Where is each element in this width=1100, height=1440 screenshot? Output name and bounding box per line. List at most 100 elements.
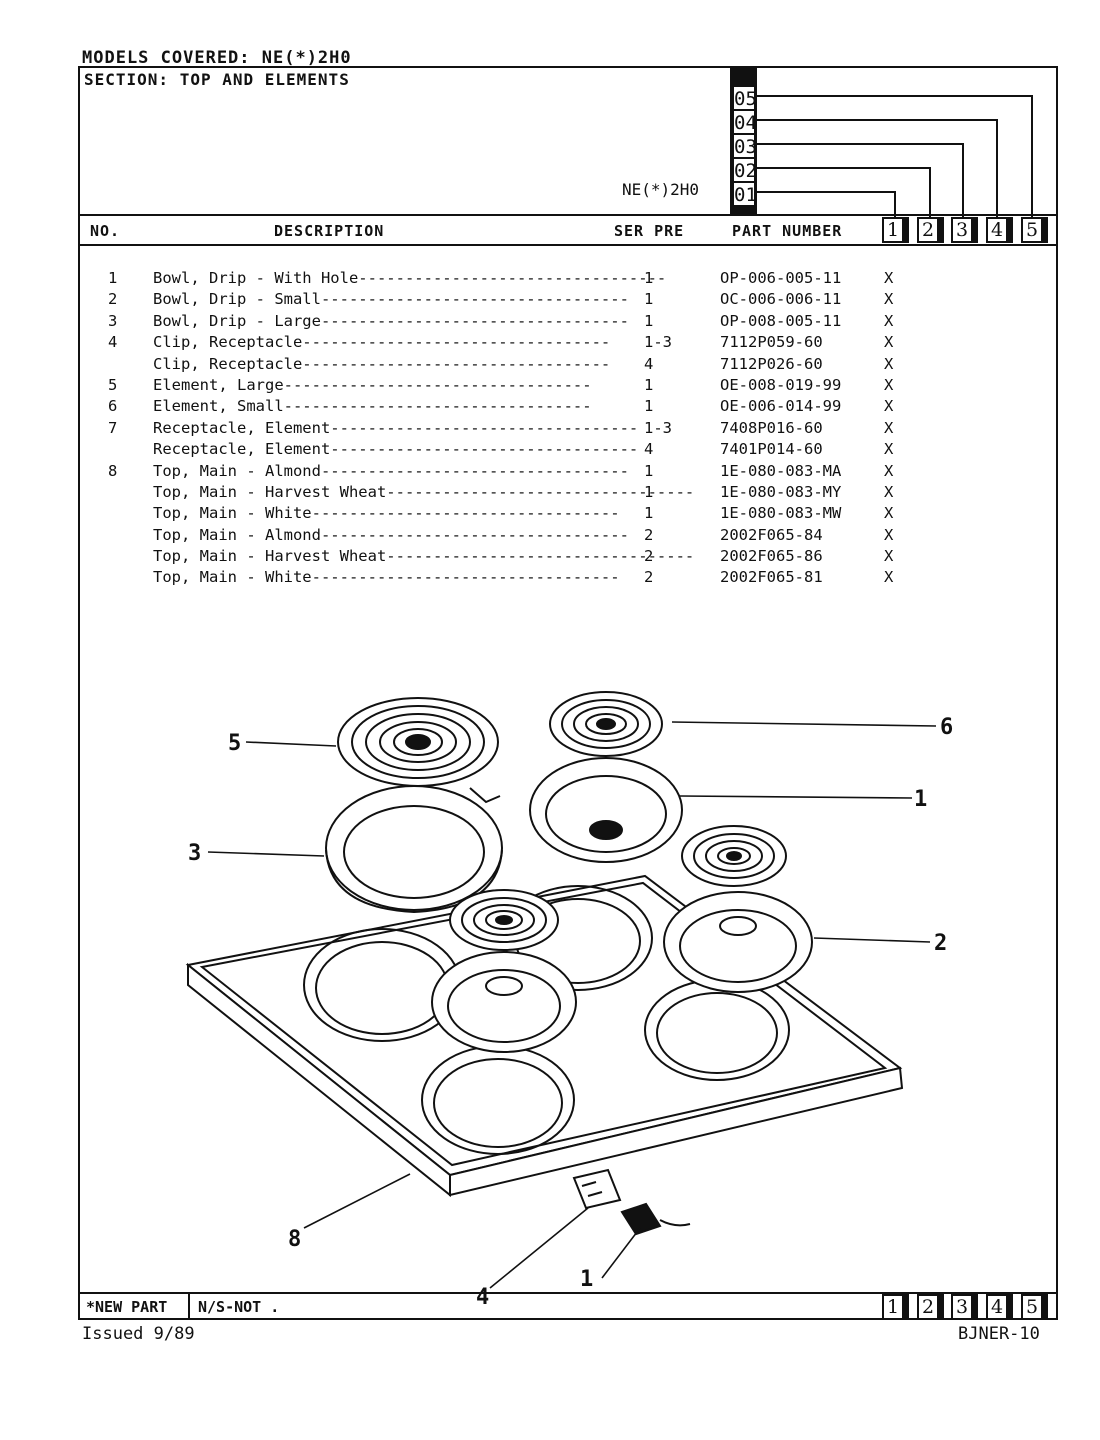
row-part-number: 7112P026-60	[720, 354, 823, 373]
callout-leaders	[207, 721, 937, 1289]
model-col-1: 1	[882, 217, 904, 243]
row-part-number: 1E-080-083-MY	[720, 482, 842, 501]
row-no: 3	[108, 311, 118, 330]
row-description: Top, Main - Almond----------------------…	[153, 525, 629, 544]
drip-bowl-large	[325, 785, 503, 914]
ns-not-legend: N/S-NOT .	[198, 1298, 280, 1316]
models-covered: MODELS COVERED: NE(*)2H0	[82, 48, 352, 68]
row-part-number: 2002F065-84	[720, 525, 823, 544]
row-ser: 2	[644, 525, 654, 544]
row-ser: 1	[644, 311, 654, 330]
drip-bowl-small	[663, 891, 813, 993]
row-description: Top, Main - Harvest Wheat---------------…	[153, 482, 695, 501]
row-ser: 1	[644, 375, 654, 394]
callout-5: 5	[228, 731, 241, 756]
row-x: X	[884, 354, 894, 373]
callout-8: 8	[288, 1227, 301, 1252]
row-part-number: OC-006-006-11	[720, 290, 842, 309]
row-description: Clip, Receptacle------------------------…	[153, 333, 611, 352]
element-large	[337, 697, 501, 804]
callout-2: 2	[934, 931, 947, 956]
footer-divider	[188, 1294, 190, 1320]
drip-bowl-front	[431, 951, 577, 1053]
col-part-number-header: PART NUMBER	[732, 222, 843, 240]
row-no: 8	[108, 461, 118, 480]
row-description: Bowl, Drip - Large----------------------…	[153, 311, 629, 330]
row-ser: 4	[644, 354, 654, 373]
row-part-number: 7401P014-60	[720, 440, 823, 459]
footer-model-col-4: 4	[986, 1294, 1008, 1320]
row-x: X	[884, 568, 894, 587]
element-receptacle	[620, 1202, 691, 1236]
row-description: Bowl, Drip - With Hole------------------…	[153, 269, 667, 287]
row-part-number: 1E-080-083-MW	[720, 504, 842, 523]
row-x: X	[884, 461, 894, 480]
element-small-front	[449, 889, 559, 951]
row-description: Element, Large--------------------------…	[153, 375, 592, 394]
receptacle-clip	[572, 1168, 622, 1210]
model-col-3: 3	[951, 217, 973, 243]
callout-6: 6	[940, 715, 953, 740]
row-description: Top, Main - Almond----------------------…	[153, 461, 629, 480]
code-02: 02	[733, 158, 757, 182]
row-x: X	[884, 311, 894, 330]
col-description-header: DESCRIPTION	[274, 222, 385, 240]
row-description: Element, Small--------------------------…	[153, 397, 592, 416]
page-frame	[78, 66, 1058, 1320]
callout-3: 3	[188, 841, 201, 866]
row-x: X	[884, 333, 894, 352]
model-col-4: 4	[986, 217, 1008, 243]
row-no: 7	[108, 418, 118, 437]
new-part-legend: *NEW PART	[86, 1298, 168, 1316]
row-ser: 2	[644, 568, 654, 587]
row-part-number: OE-006-014-99	[720, 397, 842, 416]
row-ser: 1-3	[644, 418, 672, 437]
callout-4: 4	[476, 1285, 489, 1310]
row-x: X	[884, 375, 894, 394]
row-part-number: 7408P016-60	[720, 418, 823, 437]
footer-model-col-2: 2	[917, 1294, 939, 1320]
row-ser: 1	[644, 269, 654, 287]
row-part-number: OE-008-019-99	[720, 375, 842, 394]
row-no: 1	[108, 269, 118, 287]
row-x: X	[884, 525, 894, 544]
section-title: SECTION: TOP AND ELEMENTS	[84, 70, 350, 89]
model-col-5: 5	[1021, 217, 1043, 243]
issued-date: Issued 9/89	[82, 1324, 195, 1344]
row-x: X	[884, 397, 894, 416]
row-x: X	[884, 482, 894, 501]
row-ser: 1	[644, 397, 654, 416]
row-no: 2	[108, 290, 118, 309]
document-number: BJNER-10	[958, 1324, 1040, 1344]
header-separator-top	[78, 214, 1058, 216]
row-x: X	[884, 269, 894, 287]
row-x: X	[884, 418, 894, 437]
row-part-number: 2002F065-81	[720, 568, 823, 587]
row-ser: 1	[644, 504, 654, 523]
row-part-number: 1E-080-083-MA	[720, 461, 842, 480]
model-code: NE(*)2H0	[622, 180, 700, 199]
row-ser: 1	[644, 482, 654, 501]
footer-model-col-1: 1	[882, 1294, 904, 1320]
row-description: Receptacle, Element---------------------…	[153, 418, 639, 437]
row-x: X	[884, 547, 894, 566]
code-03: 03	[733, 134, 757, 158]
callout-1-bowl: 1	[914, 787, 927, 812]
row-ser: 1-3	[644, 333, 672, 352]
row-description: Clip, Receptacle------------------------…	[153, 354, 611, 373]
callout-1-receptacle: 1	[580, 1267, 593, 1292]
row-description: Top, Main - Harvest Wheat---------------…	[153, 547, 695, 566]
element-small-right	[681, 825, 787, 887]
row-description: Bowl, Drip - Small----------------------…	[153, 290, 629, 309]
code-connectors	[755, 95, 1033, 218]
row-description: Receptacle, Element---------------------…	[153, 440, 639, 459]
row-description: Top, Main - White-----------------------…	[153, 568, 620, 587]
row-x: X	[884, 504, 894, 523]
row-x: X	[884, 440, 894, 459]
code-05: 05	[733, 86, 757, 110]
drip-bowl-with-hole	[529, 757, 683, 863]
col-no-header: NO.	[90, 222, 121, 240]
model-col-2: 2	[917, 217, 939, 243]
row-no: 4	[108, 333, 118, 352]
header-separator-bottom	[78, 244, 1058, 246]
